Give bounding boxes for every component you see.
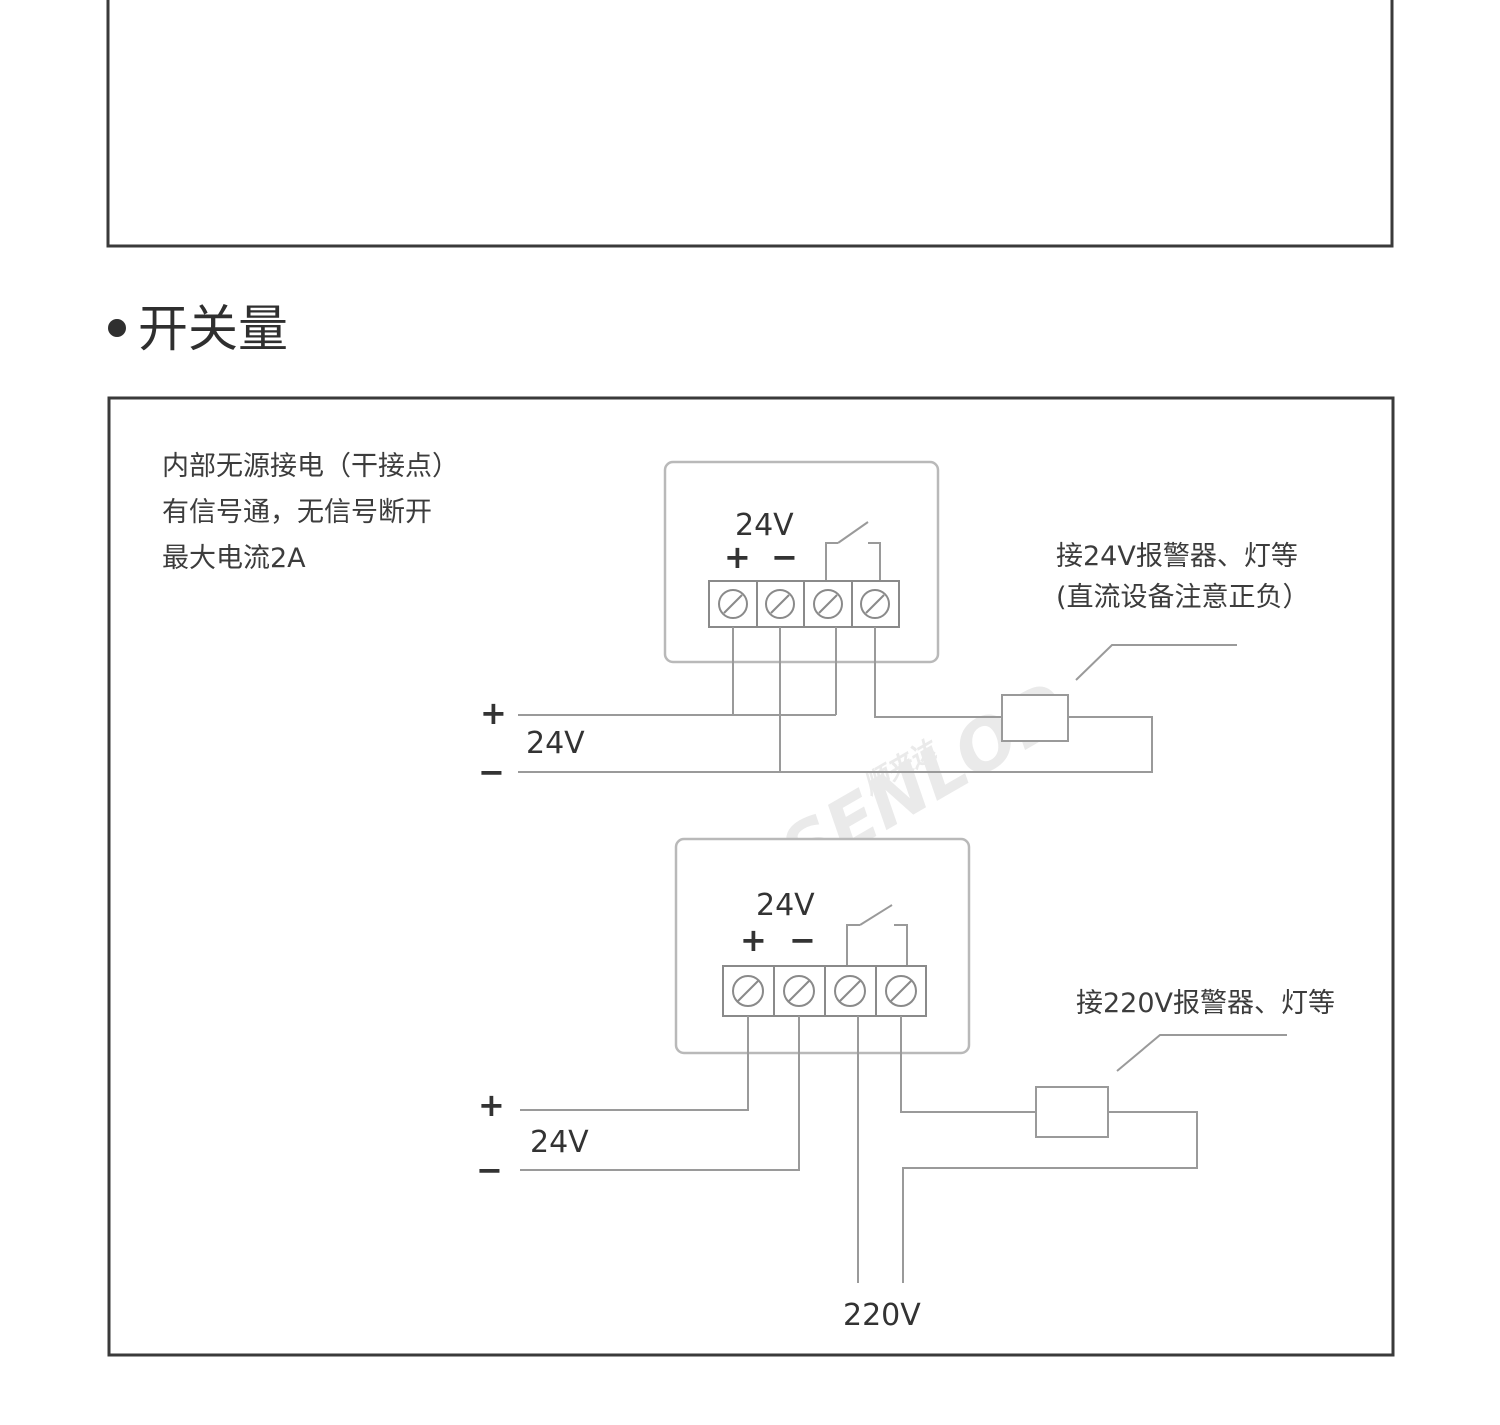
- supply-minus-sign: −: [478, 753, 505, 791]
- load-note-line-1: 接24V报警器、灯等: [1056, 541, 1298, 572]
- relay-contact-symbol: [825, 521, 881, 580]
- mains-voltage-label: 220V: [843, 1298, 921, 1333]
- section-title: 开关量: [138, 300, 288, 358]
- relay-contact-symbol: [846, 904, 908, 966]
- description-line-2: 有信号通，无信号断开: [162, 497, 432, 528]
- module-plus-sign: +: [740, 921, 767, 959]
- terminal-block: [722, 965, 927, 1017]
- previous-section-frame: [106, 0, 1394, 248]
- supply-minus-sign: −: [476, 1151, 503, 1189]
- load-wire: [874, 627, 1002, 718]
- supply-plus-sign: +: [478, 1086, 505, 1124]
- mains-return-wire: [902, 1111, 1198, 1283]
- diagram-bottom: 24V + − + 24V − 接220V报警器、灯等 220V: [476, 837, 1335, 1333]
- alarm-load-box: [1001, 694, 1069, 742]
- diagram-frame: [107, 396, 1395, 1357]
- bullet-icon: [108, 319, 126, 337]
- supply-voltage-label: 24V: [530, 1125, 589, 1160]
- supply-plus-wire: [520, 1016, 749, 1111]
- description-line-1: 内部无源接电（干接点）: [162, 451, 459, 482]
- supply-minus-wire: [518, 716, 1153, 773]
- supply-minus-wire: [520, 1016, 800, 1171]
- diagram-top: 24V + − + 24V − 接2: [478, 460, 1310, 791]
- load-note: 接220V报警器、灯等: [1076, 988, 1335, 1019]
- module-plus-sign: +: [724, 538, 751, 576]
- terminal-block: [708, 580, 900, 628]
- load-wire: [900, 1016, 1036, 1113]
- alarm-load-box: [1035, 1086, 1109, 1138]
- supply-voltage-label: 24V: [526, 726, 585, 761]
- module-minus-sign: −: [771, 538, 798, 576]
- leader-line: [1075, 644, 1237, 681]
- load-note-line-2: (直流设备注意正负）: [1056, 582, 1310, 613]
- module-voltage-label: 24V: [756, 888, 815, 923]
- module-voltage-label: 24V: [735, 508, 794, 543]
- supply-plus-sign: +: [480, 694, 507, 732]
- description-line-3: 最大电流2A: [162, 543, 306, 574]
- relay-module: [674, 837, 971, 1055]
- leader-line: [1116, 1034, 1287, 1072]
- module-minus-sign: −: [789, 921, 816, 959]
- relay-module: [663, 460, 940, 664]
